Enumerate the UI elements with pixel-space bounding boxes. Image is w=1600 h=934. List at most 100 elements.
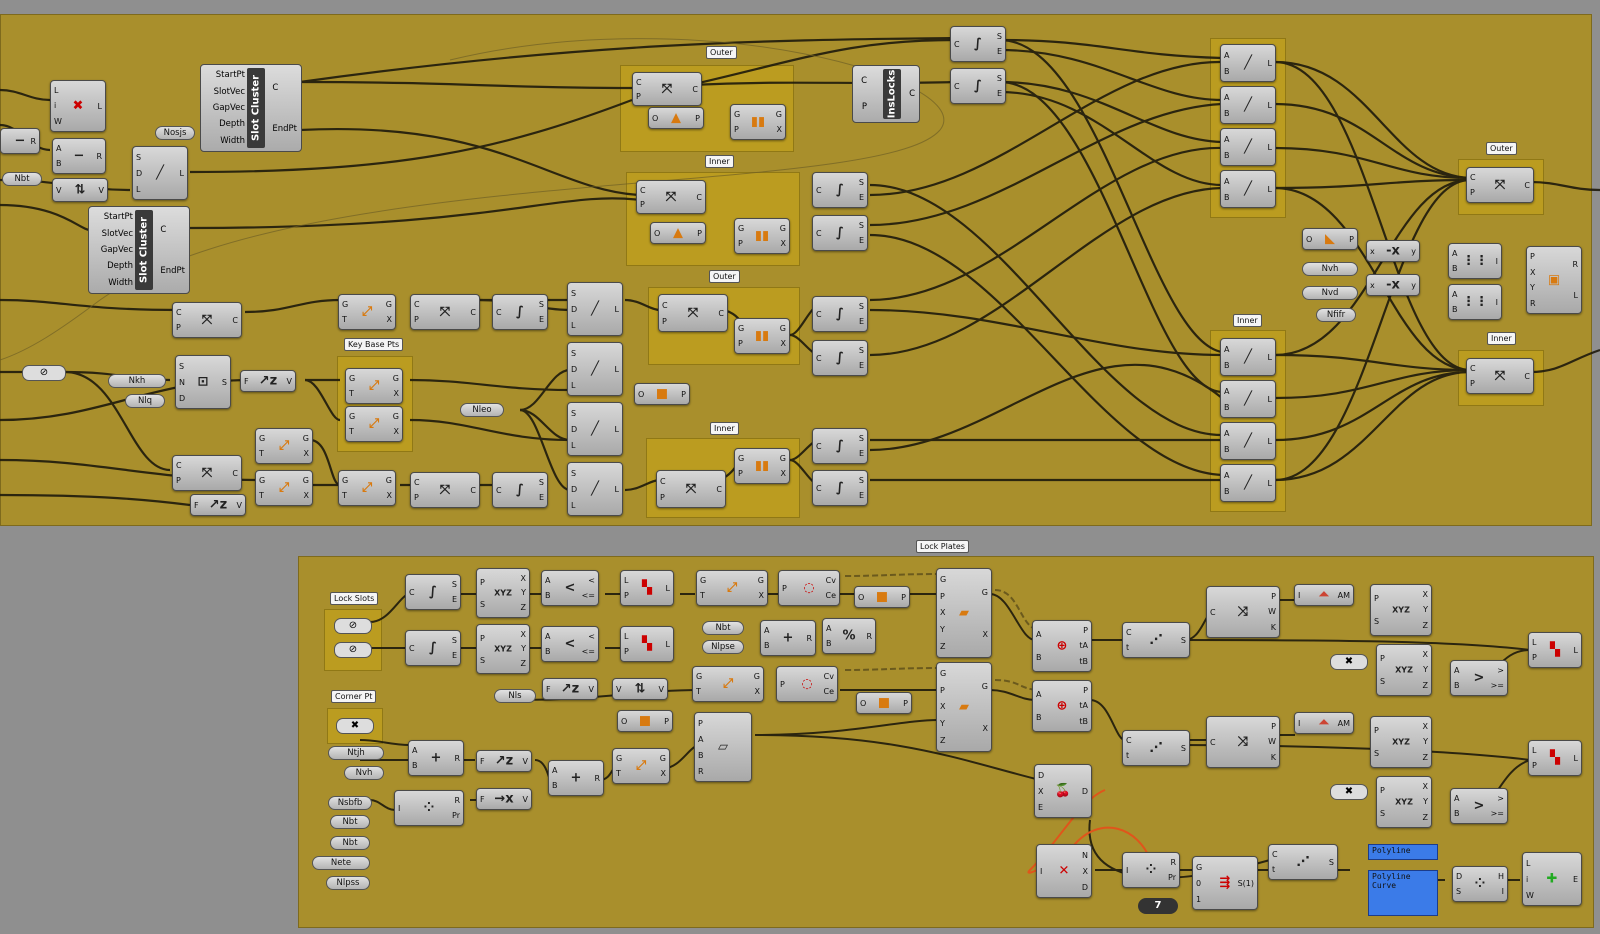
gapvec-port[interactable]: GapVec [212,102,245,113]
lock-slots-toggle-2[interactable]: ⊘ [334,642,372,658]
param-nbt-d[interactable]: Nbt [330,836,370,850]
param-nosjs[interactable]: Nosjs [155,126,195,140]
param-nlq[interactable]: Nlq [125,394,165,408]
gapvec-port[interactable]: GapVec [100,244,133,255]
corner-pt-toggle[interactable]: ✖ [336,718,374,734]
param-nleo[interactable]: Nleo [460,403,504,417]
param-nbt-c[interactable]: Nbt [330,815,370,829]
param-nls[interactable]: Nls [494,689,536,703]
slot-cluster-1[interactable]: StartPt SlotVec GapVec Depth Width Slot … [200,64,302,152]
slotvec-port[interactable]: SlotVec [213,86,245,97]
c-port[interactable]: C [272,82,279,93]
param-nvh[interactable]: Nvh [1302,262,1358,276]
param-nete[interactable]: Nete [312,856,370,870]
point-toggle-2[interactable]: ✖ [1330,784,1368,800]
depth-port[interactable]: Depth [107,261,133,272]
param-nsbfb[interactable]: Nsbfb [328,796,372,810]
depth-port[interactable]: Depth [219,119,245,130]
param-nvh-b[interactable]: Nvh [344,766,384,780]
slot-cluster-2[interactable]: StartPt SlotVec GapVec Depth Width Slot … [88,206,190,294]
c-port[interactable]: C [160,224,167,235]
startpt-port[interactable]: StartPt [103,212,133,223]
param-nlpse[interactable]: Nlpse [702,640,744,654]
panel-polyline[interactable]: Polyline [1368,844,1438,860]
toggle-knob[interactable]: ⊘ [22,365,66,381]
param-nkh[interactable]: Nkh [108,374,166,388]
param-ntjh[interactable]: Ntjh [328,746,384,760]
endpt-port[interactable]: EndPt [272,123,297,134]
lock-slots-toggle-1[interactable]: ⊘ [334,618,372,634]
width-port[interactable]: Width [108,277,133,288]
